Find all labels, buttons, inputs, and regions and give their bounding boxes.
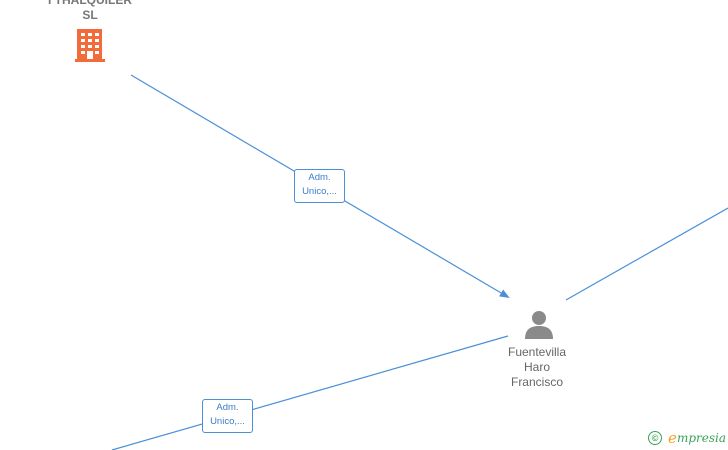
edge-person-to-bottom-left-node xyxy=(111,335,509,450)
person-name-line2: Haro xyxy=(523,360,550,374)
company-name-line2: SL xyxy=(82,8,98,22)
edge-person-to-right-node xyxy=(565,207,728,301)
edge-label-role[interactable]: Adm. Unico,... xyxy=(294,169,345,203)
brand-initial: e xyxy=(668,429,677,447)
person-icon[interactable] xyxy=(525,311,553,339)
edge-label-line1: Adm. xyxy=(216,402,239,413)
person-name-line1: Fuentevilla xyxy=(507,345,567,359)
company-name-line1: I THALQUILER xyxy=(48,0,132,7)
edge-label-line2: Unico,... xyxy=(302,186,337,197)
edge-label-line2: Unico,... xyxy=(210,416,245,427)
person-name-line3: Francisco xyxy=(510,375,563,389)
edge-label-line1: Adm. xyxy=(308,172,331,183)
copyright-icon: © xyxy=(648,431,663,445)
building-icon[interactable] xyxy=(75,29,105,62)
brand-name: mpresia xyxy=(676,431,726,445)
person-node-label[interactable]: Fuentevilla Haro Francisco xyxy=(492,345,582,390)
company-node-label[interactable]: I THALQUILER SL xyxy=(30,0,150,23)
edge-label-role[interactable]: Adm. Unico,... xyxy=(202,399,253,433)
